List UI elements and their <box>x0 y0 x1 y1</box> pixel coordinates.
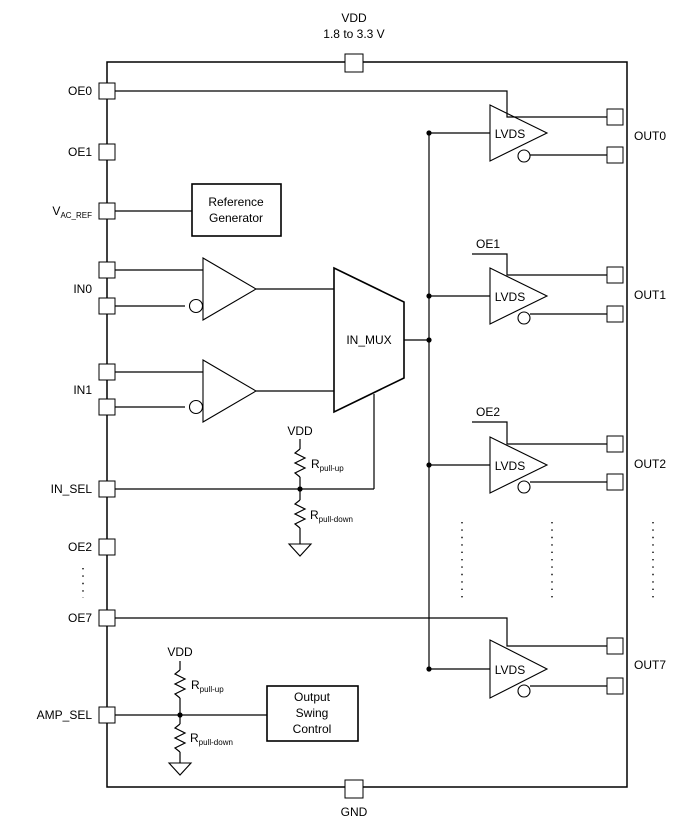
in-sel-pull-up-resistor <box>293 448 307 478</box>
oe1-enable-label: OE1 <box>476 237 500 251</box>
junction-dot <box>426 337 432 343</box>
amp-sel-pull-down-label: Rpull-down <box>190 731 233 747</box>
amp-sel-pin[interactable] <box>98 706 116 724</box>
reference-generator-line1: Reference <box>208 195 264 209</box>
in-sel-pull-down-label: Rpull-down <box>310 508 353 524</box>
output-swing-control-line1: Output <box>294 690 331 704</box>
out0-n-pin[interactable] <box>606 146 624 164</box>
out1-label: OUT1 <box>634 288 666 302</box>
amp-sel-pull-up-label: Rpull-up <box>191 678 224 694</box>
in0-inverting-bubble <box>188 298 204 314</box>
lvds-driver-out0 <box>489 104 549 162</box>
in-sel-pull-down-resistor <box>293 499 307 529</box>
in1-n-pin[interactable] <box>98 398 116 416</box>
oe2-pin[interactable] <box>98 538 116 556</box>
lvds-driver-out2 <box>489 436 549 494</box>
vdd-supply-range: 1.8 to 3.3 V <box>323 27 384 41</box>
lvds-driver-out1 <box>489 267 549 325</box>
in-mux-label: IN_MUX <box>346 333 391 347</box>
oe2-enable-label: OE2 <box>476 405 500 419</box>
in1-p-pin[interactable] <box>98 363 116 381</box>
in0-label: IN0 <box>73 282 92 296</box>
vac-ref-label: VAC_REF <box>52 204 92 220</box>
lvds7-inverting-bubble <box>517 684 531 698</box>
in-sel-vdd-label: VDD <box>287 424 313 438</box>
amp-sel-pull-up-resistor <box>173 669 187 699</box>
out1-p-wire <box>506 271 607 276</box>
out0-p-wire <box>506 108 607 118</box>
chip-boundary <box>106 61 628 788</box>
oe0-enable-wire <box>115 90 508 108</box>
amp-sel-label: AMP_SEL <box>37 708 93 722</box>
vdd-pin[interactable] <box>344 53 364 73</box>
oe0-label: OE0 <box>68 84 92 98</box>
in0-n-pin[interactable] <box>98 297 116 315</box>
gnd-label: GND <box>341 805 368 819</box>
ground-symbol <box>167 762 193 776</box>
out2-n-pin[interactable] <box>606 473 624 491</box>
oe1-pin[interactable] <box>98 143 116 161</box>
out0-label: OUT0 <box>634 129 666 143</box>
amp-sel-pull-down-resistor <box>173 723 187 753</box>
oe1-label: OE1 <box>68 145 92 159</box>
vdd-supply-label: VDD <box>341 11 367 25</box>
oe7-pin[interactable] <box>98 609 116 627</box>
vac-ref-pin[interactable] <box>98 202 116 220</box>
output-swing-control-line3: Control <box>293 722 332 736</box>
in-sel-pull-up-label: Rpull-up <box>311 457 344 473</box>
ground-symbol <box>287 543 313 557</box>
out1-n-pin[interactable] <box>606 305 624 323</box>
junction-dot <box>177 712 183 718</box>
in-sel-pin[interactable] <box>98 480 116 498</box>
out1-p-pin[interactable] <box>606 266 624 284</box>
out7-n-pin[interactable] <box>606 677 624 695</box>
lvds-driver-out7 <box>489 639 549 699</box>
lvds-driver-label: LVDS <box>495 290 525 304</box>
gnd-pin[interactable] <box>344 779 364 799</box>
lvds-driver-label: LVDS <box>495 459 525 473</box>
in0-p-pin[interactable] <box>98 261 116 279</box>
output-swing-control-line2: Swing <box>296 706 329 720</box>
oe1-enable-wire <box>472 253 508 271</box>
right-pins <box>606 108 624 695</box>
out7-p-wire <box>506 640 607 647</box>
in-sel-label: IN_SEL <box>51 482 93 496</box>
lvds1-inverting-bubble <box>517 311 531 325</box>
in-mux-block <box>333 266 405 414</box>
oe2-label: OE2 <box>68 540 92 554</box>
in1-input-buffer <box>202 359 258 423</box>
out2-label: OUT2 <box>634 457 666 471</box>
lvds-driver-label: LVDS <box>495 663 525 677</box>
reference-generator-block <box>191 183 282 237</box>
out0-p-pin[interactable] <box>606 108 624 126</box>
output-swing-control-block <box>266 685 359 742</box>
in0-input-buffer <box>202 257 258 321</box>
out2-p-pin[interactable] <box>606 435 624 453</box>
lvds0-inverting-bubble <box>517 149 531 163</box>
out2-p-wire <box>506 439 607 445</box>
lvds-driver-label: LVDS <box>495 127 525 141</box>
lvds2-inverting-bubble <box>517 480 531 494</box>
oe0-pin[interactable] <box>98 82 116 100</box>
in1-label: IN1 <box>73 383 92 397</box>
oe2-enable-wire <box>472 421 508 439</box>
amp-sel-vdd-label: VDD <box>167 645 193 659</box>
out7-p-pin[interactable] <box>606 637 624 655</box>
oe7-enable-wire <box>115 617 508 640</box>
reference-generator-line2: Generator <box>209 211 263 225</box>
out7-label: OUT7 <box>634 658 666 672</box>
oe7-label: OE7 <box>68 611 92 625</box>
in1-inverting-bubble <box>188 399 204 415</box>
junction-dot <box>297 486 303 492</box>
